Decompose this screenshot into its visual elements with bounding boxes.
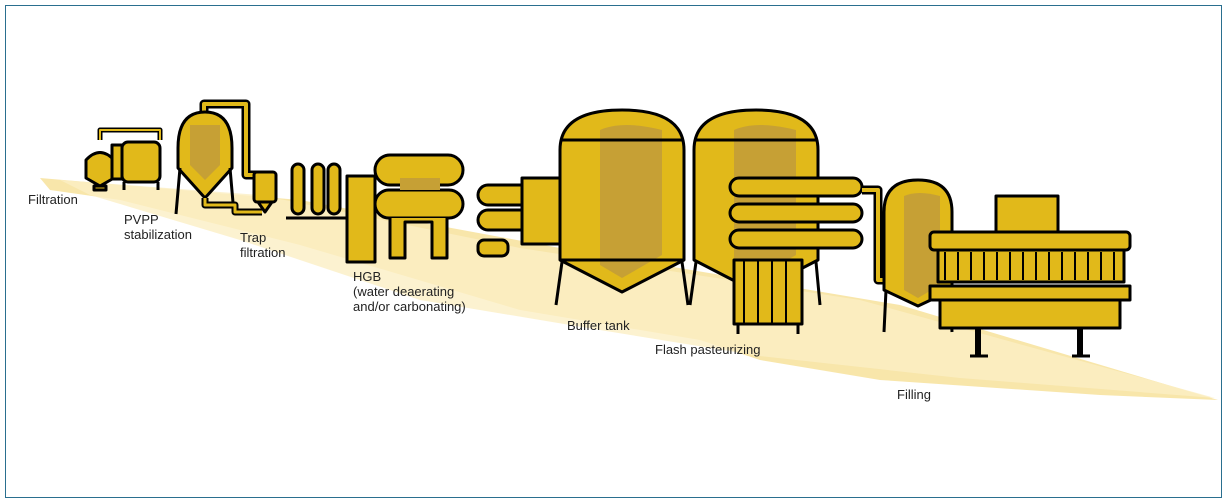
label-filtration: Filtration: [28, 192, 78, 207]
label-filling: Filling: [897, 387, 931, 402]
label-hgb: HGB (water deaerating and/or carbonating…: [353, 269, 466, 314]
trap-filtration-unit: [286, 164, 346, 218]
label-buffer-tank: Buffer tank: [567, 318, 630, 333]
label-flash-pasteurizing: Flash pasteurizing: [655, 342, 761, 357]
hgb-unit: [347, 155, 463, 262]
filtration-unit: [86, 130, 160, 190]
label-pvpp-stabilization: PVPP stabilization: [124, 212, 192, 242]
label-trap-filtration: Trap filtration: [240, 230, 286, 260]
